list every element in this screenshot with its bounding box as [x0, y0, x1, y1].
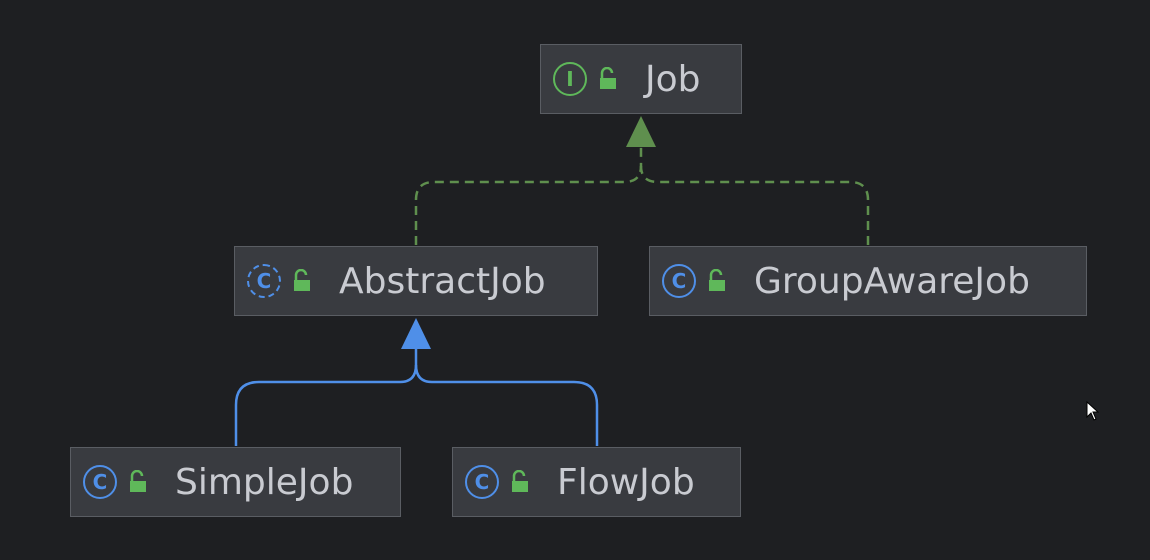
node-abstractjob[interactable]: C AbstractJob	[234, 246, 598, 316]
public-lock-icon	[709, 269, 725, 291]
node-groupawarejob[interactable]: C GroupAwareJob	[649, 246, 1087, 316]
class-icon: C	[83, 465, 117, 499]
mouse-cursor-icon	[1086, 401, 1100, 421]
abstract-class-icon: C	[247, 264, 281, 298]
public-lock-icon	[130, 470, 146, 492]
node-label: SimpleJob	[175, 461, 354, 503]
node-label: FlowJob	[557, 461, 695, 503]
extends-arrowhead	[401, 318, 431, 349]
edge-groupawarejob-implements-job	[639, 165, 870, 245]
node-label: Job	[645, 58, 701, 100]
class-icon: C	[465, 465, 499, 499]
node-job[interactable]: I Job	[540, 44, 742, 114]
public-lock-icon	[600, 67, 616, 89]
implements-arrowhead	[626, 116, 656, 147]
node-label: AbstractJob	[339, 260, 546, 302]
interface-icon: I	[553, 62, 587, 96]
public-lock-icon	[294, 269, 310, 291]
node-simplejob[interactable]: C SimpleJob	[70, 447, 401, 517]
node-flowjob[interactable]: C FlowJob	[452, 447, 741, 517]
edge-abstractjob-implements-job	[414, 145, 643, 245]
node-label: GroupAwareJob	[754, 260, 1030, 302]
edge-simplejob-extends-abstractjob	[234, 348, 418, 446]
edge-flowjob-extends-abstractjob	[414, 364, 599, 446]
class-icon: C	[662, 264, 696, 298]
public-lock-icon	[512, 470, 528, 492]
